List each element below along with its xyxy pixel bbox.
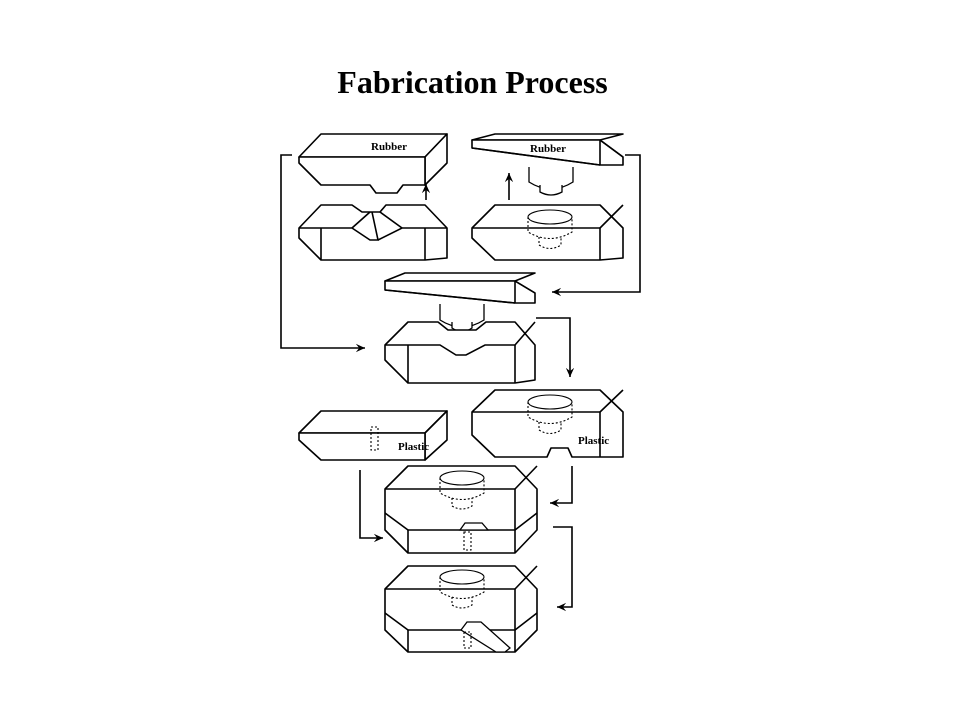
plastic-slab-left: Plastic xyxy=(298,410,448,461)
plastic-label-right: Plastic xyxy=(578,435,609,447)
arrow-right-loop xyxy=(552,154,641,297)
final-device xyxy=(384,565,538,653)
arrow-down-2 xyxy=(553,526,573,612)
combined-rubber-bottom xyxy=(384,321,536,384)
arrow-down-left xyxy=(359,470,383,543)
rubber-mold-right: Rubber xyxy=(471,133,624,196)
master-mold-channel xyxy=(298,204,448,261)
arrow-left-loop xyxy=(280,154,365,353)
rubber-label-right: Rubber xyxy=(530,143,566,155)
page-title: Fabrication Process xyxy=(337,64,608,100)
arrow-down-right xyxy=(550,466,573,508)
arrow-down-1 xyxy=(536,317,575,377)
plastic-label-left: Plastic xyxy=(398,441,429,453)
rubber-label-left: Rubber xyxy=(371,141,407,153)
master-mold-well xyxy=(471,204,624,261)
rubber-mold-left: Rubber xyxy=(298,133,448,194)
bonded-stack-1 xyxy=(384,465,538,554)
combined-rubber-top xyxy=(384,272,536,333)
plastic-block-right: Plastic xyxy=(471,389,624,458)
